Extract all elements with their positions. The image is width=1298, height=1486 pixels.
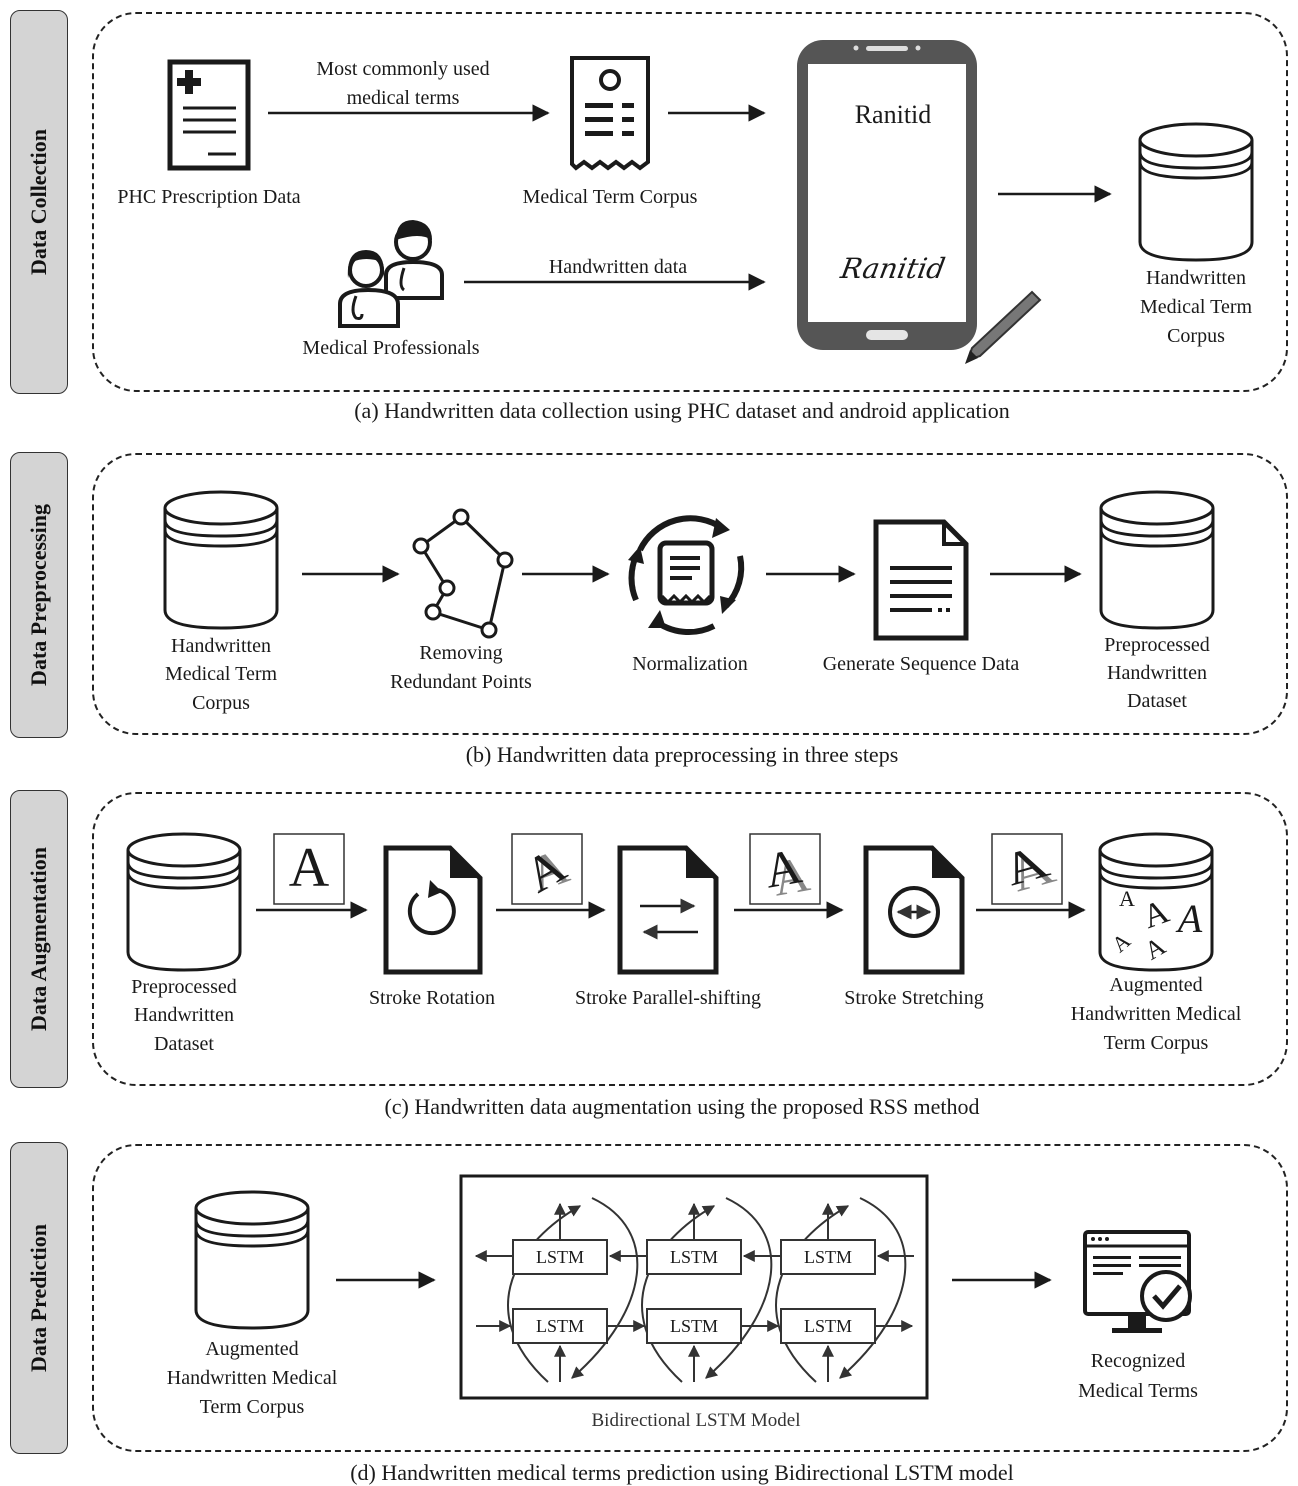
glyph-frame bbox=[749, 833, 821, 905]
label-pre-out-line1: Preprocessed bbox=[1104, 634, 1210, 656]
label-hw-corpus-line1: Handwritten bbox=[1146, 267, 1246, 289]
label-prescription: PHC Prescription Data bbox=[117, 186, 301, 208]
label-step-removing-line1: Removing bbox=[419, 642, 503, 664]
label-pre-out-line3: Dataset bbox=[1127, 690, 1187, 712]
label-step-stretching: Stroke Stretching bbox=[844, 987, 984, 1009]
receipt-icon bbox=[570, 56, 650, 171]
caption-prediction: (d) Handwritten medical terms prediction… bbox=[350, 1460, 1014, 1485]
label-pred-in-line3: Term Corpus bbox=[199, 1396, 305, 1418]
caption-preprocessing: (b) Handwritten data preprocessing in th… bbox=[465, 742, 899, 767]
tab-data-preprocessing: Data Preprocessing bbox=[10, 452, 68, 738]
caption-collection: (a) Handwritten data collection using PH… bbox=[354, 398, 1010, 423]
caption-augmentation: (c) Handwritten data augmentation using … bbox=[384, 1094, 980, 1119]
label-step-shifting: Stroke Parallel-shifting bbox=[574, 987, 762, 1009]
glyph-shifted: A bbox=[760, 837, 806, 899]
tab-data-augmentation: Data Augmentation bbox=[10, 790, 68, 1088]
label-handwritten-data: Handwritten data bbox=[548, 256, 688, 278]
monitor-check-icon bbox=[1083, 1230, 1192, 1333]
label-step-sequence: Generate Sequence Data bbox=[822, 653, 1020, 675]
label-medical-professionals: Medical Professionals bbox=[302, 337, 480, 359]
lstm-cell-label: LSTM bbox=[669, 1316, 718, 1336]
label-aug-in-line1: Preprocessed bbox=[131, 976, 237, 998]
lstm-cell-label: LSTM bbox=[535, 1316, 584, 1336]
label-top-arrow-line1: Most commonly used bbox=[316, 58, 490, 80]
glyph-frame bbox=[991, 833, 1063, 905]
phone-icon bbox=[797, 40, 977, 350]
label-pre-out-line2: Handwritten bbox=[1107, 662, 1207, 684]
phone-typed-text: Ranitid bbox=[854, 100, 932, 129]
label-pre-in-line2: Medical Term bbox=[164, 663, 278, 685]
bilstm-diagram bbox=[459, 1174, 929, 1400]
label-pre-in-line1: Handwritten bbox=[171, 635, 271, 657]
document-icon bbox=[873, 519, 969, 641]
lstm-cell-label: LSTM bbox=[803, 1247, 852, 1267]
label-aug-out-line3: Term Corpus bbox=[1103, 1032, 1209, 1054]
polyline-points-icon bbox=[412, 508, 514, 639]
lstm-cell-label: LSTM bbox=[803, 1316, 852, 1336]
panel-preprocessing bbox=[92, 453, 1288, 735]
label-aug-in-line3: Dataset bbox=[154, 1033, 214, 1055]
prescription-icon bbox=[167, 59, 251, 171]
database-icon bbox=[194, 1190, 310, 1330]
database-icon bbox=[126, 832, 242, 972]
medical-professionals-icon bbox=[338, 220, 444, 328]
label-bilstm-model: Bidirectional LSTM Model bbox=[591, 1410, 801, 1431]
label-hw-corpus-line3: Corpus bbox=[1167, 325, 1225, 347]
label-recognized-line1: Recognized bbox=[1090, 1350, 1186, 1372]
tab-data-prediction: Data Prediction bbox=[10, 1142, 68, 1454]
panel-augmentation bbox=[92, 792, 1288, 1086]
label-step-rotation: Stroke Rotation bbox=[368, 987, 496, 1009]
label-hw-corpus-line2: Medical Term bbox=[1139, 296, 1253, 318]
doc-rotate-icon bbox=[383, 845, 483, 975]
glyph-plain: A bbox=[288, 837, 330, 899]
label-pred-in-line2: Handwritten Medical bbox=[166, 1367, 338, 1389]
glyph-cluster-1: A bbox=[1119, 886, 1135, 911]
lstm-cell-label: LSTM bbox=[535, 1247, 584, 1267]
label-aug-in-line2: Handwritten bbox=[134, 1004, 234, 1026]
tab-data-collection: Data Collection bbox=[10, 10, 68, 394]
label-step-normalization: Normalization bbox=[632, 653, 748, 675]
database-icon bbox=[1138, 122, 1254, 262]
phone-handwritten-text: Ranitid bbox=[838, 252, 948, 285]
glyph-frame bbox=[511, 833, 583, 905]
panel-collection bbox=[92, 12, 1288, 392]
glyph-cluster-3: A bbox=[1177, 896, 1203, 941]
doc-stretch-icon bbox=[863, 845, 965, 975]
panel-prediction bbox=[92, 1144, 1288, 1452]
database-icon bbox=[1099, 490, 1215, 630]
lstm-cell-label: LSTM bbox=[669, 1247, 718, 1267]
glyph-frame bbox=[273, 833, 345, 905]
pencil-icon bbox=[965, 290, 1042, 364]
doc-shift-icon bbox=[617, 845, 719, 975]
label-aug-out-line2: Handwritten Medical bbox=[1070, 1003, 1242, 1025]
label-aug-out-line1: Augmented bbox=[1109, 974, 1203, 996]
label-top-arrow-line2: medical terms bbox=[346, 87, 460, 109]
normalization-icon bbox=[628, 515, 745, 635]
database-icon bbox=[163, 490, 279, 630]
label-step-removing-line2: Redundant Points bbox=[390, 671, 532, 693]
label-pred-in-line1: Augmented bbox=[205, 1338, 299, 1360]
label-pre-in-line3: Corpus bbox=[192, 692, 250, 714]
label-medical-term-corpus: Medical Term Corpus bbox=[522, 186, 698, 208]
label-recognized-line2: Medical Terms bbox=[1078, 1380, 1198, 1402]
